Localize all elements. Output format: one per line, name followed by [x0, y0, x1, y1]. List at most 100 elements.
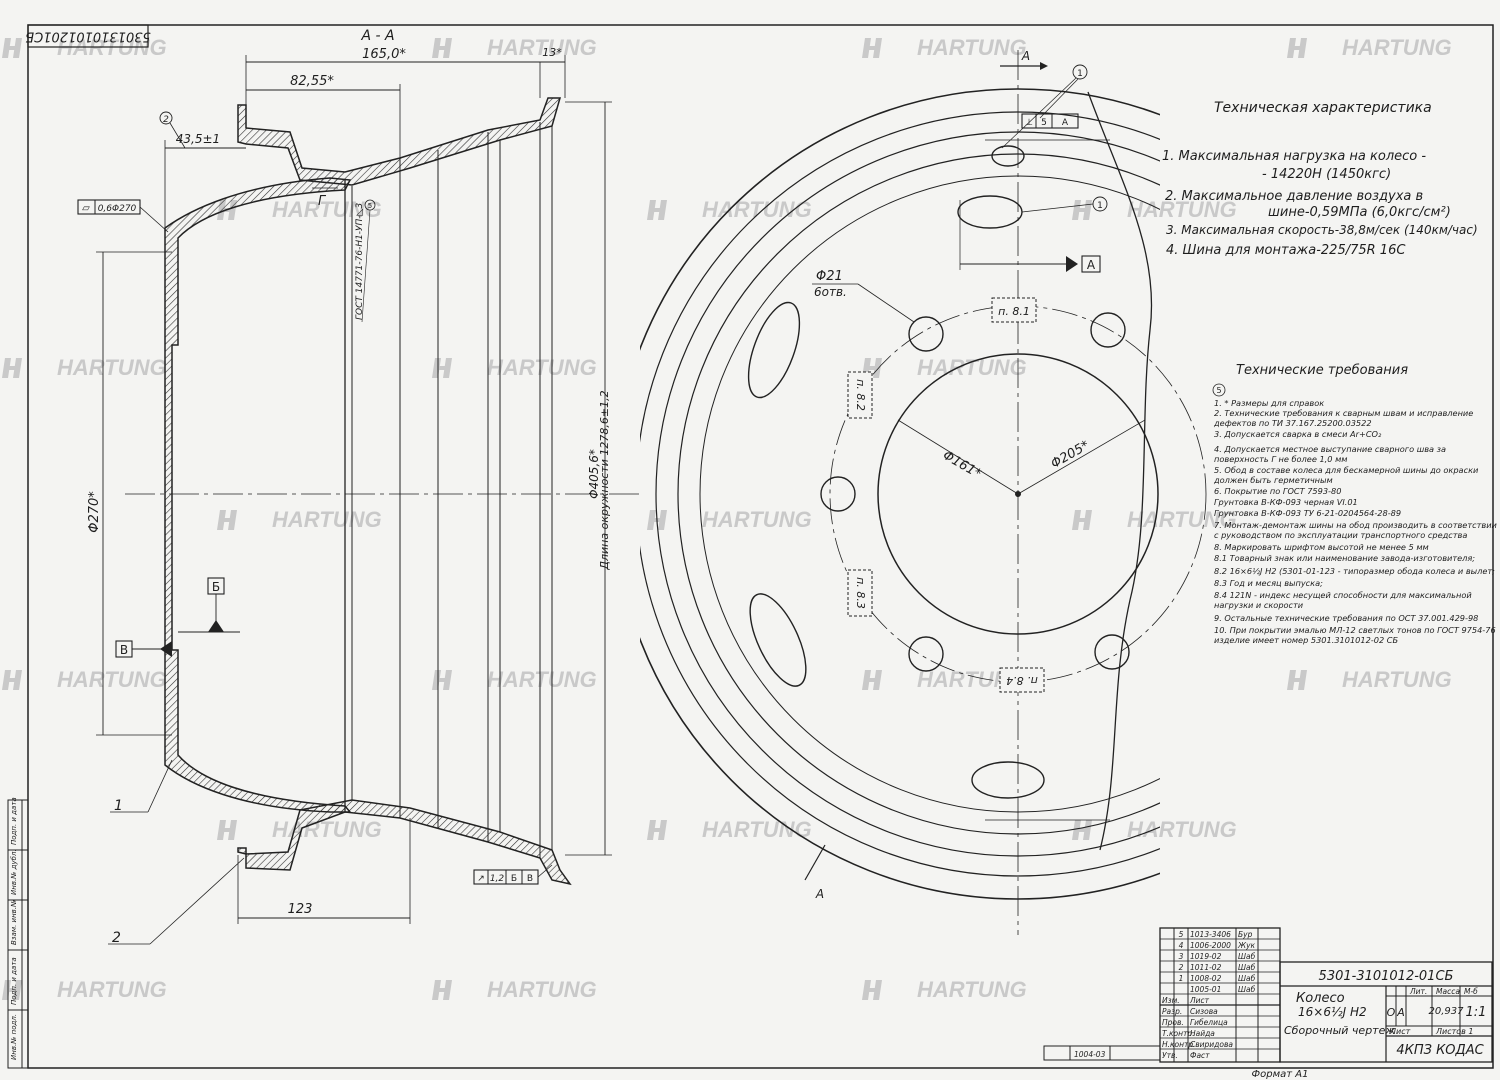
dim-flange-width: 13*	[542, 46, 562, 59]
rev-number: 4	[1179, 941, 1184, 950]
hole-count: 6отв.	[814, 285, 847, 299]
watermark-text: HARTUNG	[1127, 197, 1237, 222]
mark-8-2: п. 8.2	[854, 379, 867, 411]
rev-doc: 1008-02	[1190, 974, 1222, 983]
role-label: Изм.	[1162, 996, 1180, 1005]
tech-req-line: 7. Монтаж-демонтаж шины на обод производ…	[1214, 520, 1498, 530]
doc-type: Сборочный чертеж	[1284, 1024, 1395, 1037]
rev-doc: 1006-2000	[1190, 941, 1231, 950]
bolt-hole	[820, 476, 856, 512]
watermark-text: HARTUNG	[487, 35, 597, 60]
scale-header: М-б	[1464, 987, 1478, 996]
mass-header: Масса	[1436, 987, 1460, 996]
runout-value: 1,2	[490, 874, 505, 884]
role-label: Утв.	[1162, 1051, 1178, 1060]
rev-number: 1	[1179, 974, 1184, 983]
rev-number: 2	[1179, 963, 1184, 972]
doc-number: 5301-3101012-01СБ	[1319, 969, 1454, 984]
sheets-label: Листов 1	[1435, 1027, 1474, 1036]
watermark-text: HARTUNG	[917, 355, 1027, 380]
tech-req-line: поверхность Г не более 1,0 мм	[1214, 454, 1347, 464]
tech-req-line: дефектов по ТИ 37.167.25200.03522	[1213, 418, 1372, 428]
disc-profile	[164, 177, 352, 813]
lit-header: Лит.	[1409, 987, 1427, 996]
rev-signature: Жук	[1237, 941, 1256, 950]
watermark-text: HARTUNG	[702, 817, 812, 842]
tech-requirements: Технические требования 5 1. * Размеры дл…	[1212, 363, 1498, 645]
weld-gost-note: ГОСТ 14771-76-Н1-УП-◺3	[355, 203, 365, 320]
vent-slot	[971, 761, 1045, 799]
callout-one-badge: 1	[1097, 201, 1103, 211]
datum-a-label: А	[1087, 258, 1096, 272]
rev-signature: Шаб	[1238, 974, 1256, 983]
datum-v-label: В	[120, 643, 128, 657]
left-strip: Инв.№ подл. Подп. и дата Взам. инв.№ Инв…	[7, 797, 29, 1069]
tech-req-line: 1. * Размеры для справок	[1214, 398, 1324, 408]
doc-stamp: 5301310101201СБ	[25, 24, 151, 48]
tech-req-line: 8. Маркировать шрифтом высотой не менее …	[1214, 542, 1429, 552]
sheet-format: Формат А1	[1252, 1069, 1309, 1080]
tech-req-badge: 5	[1216, 386, 1221, 395]
tech-char-line: 1. Максимальная нагрузка на колесо -	[1162, 149, 1426, 164]
strip-label: Подп. и дата	[10, 957, 18, 1005]
tech-req-line: Грунтовка В-КФ-093 ТУ 6-21-0204564-28-89	[1214, 508, 1401, 518]
watermark-text: HARTUNG	[272, 197, 382, 222]
tech-req-line: Грунтовка В-КФ-093 черная VI.01	[1214, 497, 1358, 507]
tech-req-line: нагрузки и скорости	[1214, 600, 1304, 610]
flatness-symbol: ▱	[82, 203, 90, 214]
sheet-label: Лист	[1389, 1027, 1411, 1036]
tech-char-line: 4. Шина для монтажа-225/75R 16С	[1166, 243, 1406, 258]
role-label: Пров.	[1162, 1018, 1184, 1027]
bolt-hole	[1094, 634, 1130, 670]
person-name: Гибелица	[1190, 1018, 1228, 1027]
callout-two-label: 2	[112, 930, 121, 946]
rev-doc: 1011-02	[1190, 963, 1222, 972]
rev-doc: 1019-02	[1190, 952, 1222, 961]
dim-inner-diameter: Φ270*	[87, 491, 102, 533]
section-mark-bottom: А	[815, 887, 824, 901]
lit-value: О	[1387, 1006, 1396, 1019]
tech-characteristics: Техническая характеристика 1. Максимальн…	[1162, 100, 1478, 258]
perpendicularity-value: 5	[1041, 118, 1047, 128]
tech-req-line: 4. Допускается местное выступание сварно…	[1214, 444, 1446, 454]
tech-req-line: 8.1 Товарный знак или наименование завод…	[1214, 553, 1475, 563]
tech-req-line: с руководством по эксплуатации транспорт…	[1214, 530, 1467, 540]
perpendicularity-ref: А	[1062, 118, 1069, 128]
rev-signature: Шаб	[1238, 963, 1256, 972]
tech-char-line: шине-0,59МПа (6,0кгс/см²)	[1268, 205, 1451, 220]
strip-label: Взам. инв.№	[10, 900, 18, 945]
rev-number: 3	[1179, 952, 1184, 961]
lit-value-2: А	[1396, 1006, 1405, 1019]
watermark-text: HARTUNG	[917, 977, 1027, 1002]
tech-req-line: 5. Обод в составе колеса для бескамерной…	[1214, 465, 1479, 475]
bolt-hole	[1090, 312, 1126, 348]
mass-value: 20,937	[1429, 1006, 1465, 1017]
dim-bottom: 123	[288, 902, 313, 917]
vent-slot	[957, 195, 1023, 229]
watermark-text: HARTUNG	[702, 197, 812, 222]
tech-char-line: 2. Максимальное давление воздуха в	[1165, 189, 1423, 204]
watermark-text: HARTUNG	[1342, 667, 1452, 692]
tech-req-line: 2. Технические требования к сварным швам…	[1214, 408, 1473, 418]
rev-number: 5	[1179, 930, 1184, 939]
watermark-text: HARTUNG	[57, 977, 167, 1002]
datum-b-label: Б	[212, 580, 220, 594]
dim-width-total: 165,0*	[362, 47, 406, 62]
weld-surface-marker: Г	[318, 194, 327, 209]
logo-icon	[2, 38, 22, 58]
person-name: Сизова	[1190, 1007, 1218, 1016]
section-view: А - А 165,0* 13* 82,55* 43,5±	[77, 28, 640, 946]
callout-one-label: 1	[114, 798, 123, 814]
rev-doc: 1013-3406	[1190, 930, 1231, 939]
watermark-text: HARTUNG	[272, 507, 382, 532]
vent-slot	[749, 593, 807, 687]
title-block: 5 1013-3406 Бур 4 1006-2000 Жук 3 1019-0…	[1043, 927, 1493, 1080]
flatness-value: 0,6Φ270	[98, 204, 137, 214]
runout-symbol: ↗	[477, 874, 485, 884]
rev-signature: Шаб	[1238, 985, 1256, 994]
tech-char-title: Техническая характеристика	[1214, 100, 1432, 116]
vent-slot	[747, 301, 801, 399]
tech-req-line: 6. Покрытие по ГОСТ 7593-80	[1214, 486, 1341, 496]
perpendicularity-symbol: ⊥	[1025, 118, 1033, 128]
rev-doc: 1005-01	[1190, 985, 1221, 994]
